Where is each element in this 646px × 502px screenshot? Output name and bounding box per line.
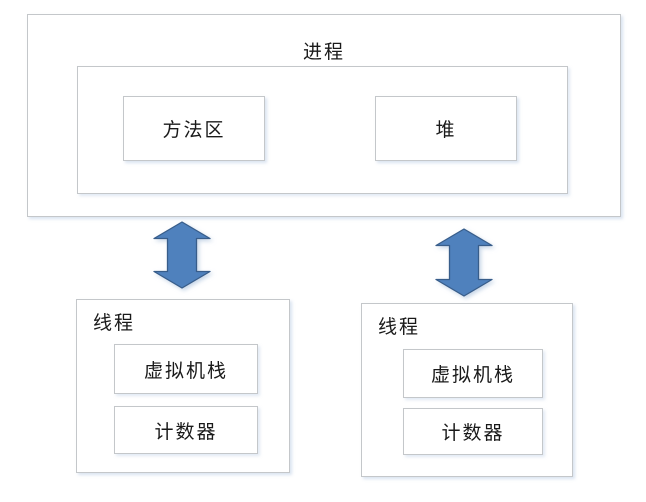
process-label: 进程 <box>302 41 345 63</box>
heap-box: 堆 <box>375 96 517 161</box>
thread-box-right: 线程 虚拟机栈 计数器 <box>361 303 573 477</box>
vm-stack-box: 虚拟机栈 <box>114 344 258 394</box>
double-headed-arrow-icon <box>435 228 493 297</box>
counter-box: 计数器 <box>114 406 258 454</box>
method-area-box: 方法区 <box>123 96 265 161</box>
double-headed-arrow-icon <box>153 221 211 289</box>
counter-label: 计数器 <box>441 422 505 444</box>
vm-stack-label: 虚拟机栈 <box>430 364 515 386</box>
thread-label: 线程 <box>378 316 421 338</box>
vm-stack-label: 虚拟机栈 <box>143 359 228 382</box>
vm-stack-box: 虚拟机栈 <box>403 349 543 398</box>
heap-label: 堆 <box>435 119 457 141</box>
counter-box: 计数器 <box>403 408 543 455</box>
process-box: 进程 方法区 堆 <box>27 14 621 217</box>
thread-box-left: 线程 虚拟机栈 计数器 <box>76 299 290 473</box>
thread-label: 线程 <box>93 312 136 334</box>
counter-label: 计数器 <box>154 420 218 443</box>
method-area-label: 方法区 <box>162 119 226 141</box>
